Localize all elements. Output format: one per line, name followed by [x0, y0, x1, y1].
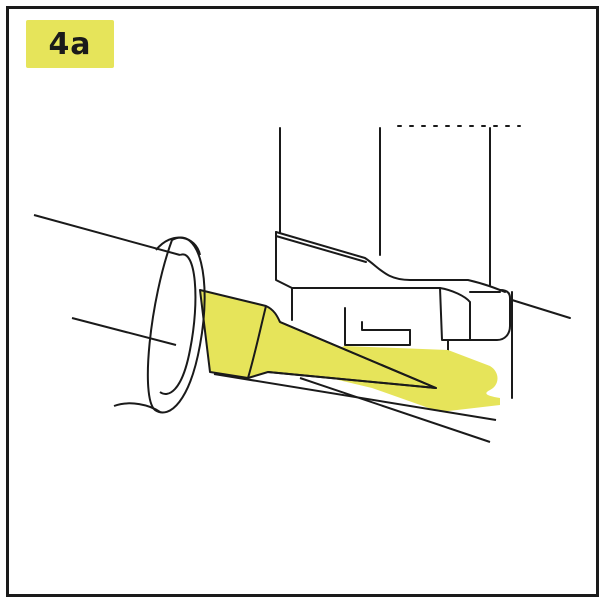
tube-bottom-edge [71, 317, 177, 346]
nozzle-tip [267, 321, 437, 389]
foot-top [275, 231, 506, 293]
step-label-visible: 4a [48, 26, 92, 62]
tube-collar-front [155, 236, 201, 256]
step-badge-bg [26, 20, 114, 68]
foot-ridge [275, 235, 367, 263]
step-badge-label-layer: 4a [26, 20, 114, 68]
foot-front [275, 231, 511, 341]
nozzle-band [247, 305, 267, 379]
wall-line-right [511, 299, 571, 319]
tube-collar-inner [159, 253, 197, 395]
foot-inner-edge [439, 287, 471, 341]
tube-collar-outer [146, 236, 206, 414]
tube-top-edge [33, 214, 181, 256]
floor-line-lower [299, 377, 491, 443]
under-block-left [344, 307, 411, 346]
under-block-mid [361, 321, 411, 331]
illustration-frame [6, 6, 599, 597]
